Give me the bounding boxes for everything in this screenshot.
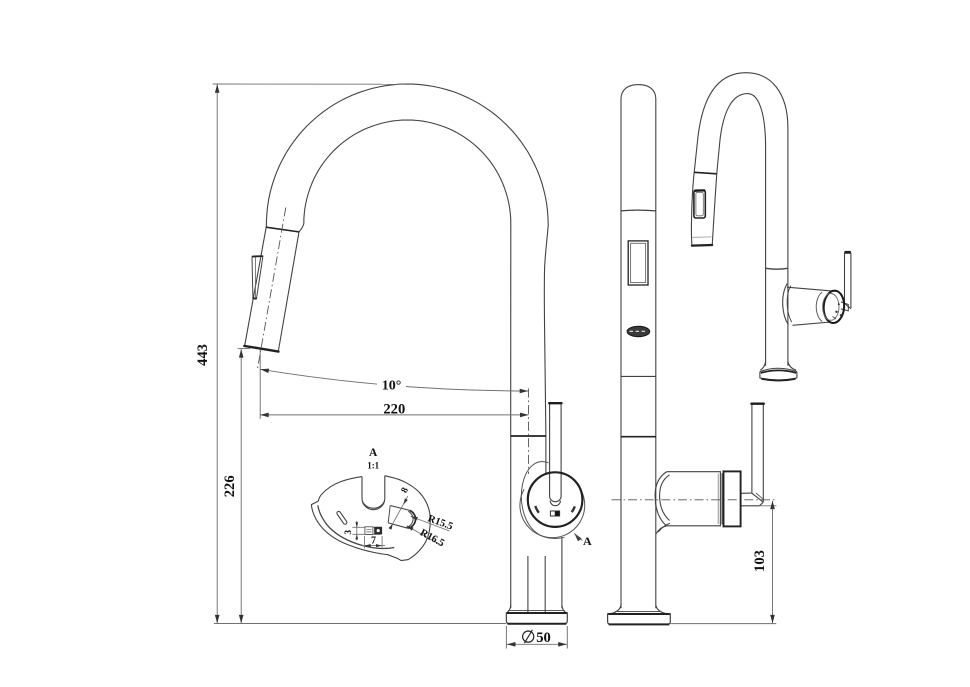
svg-text:3: 3 bbox=[344, 530, 354, 535]
svg-text:103: 103 bbox=[752, 550, 768, 572]
svg-text:7: 7 bbox=[371, 536, 376, 547]
svg-text:50: 50 bbox=[536, 630, 551, 646]
svg-text:R15.5: R15.5 bbox=[426, 513, 454, 532]
svg-text:226: 226 bbox=[222, 475, 238, 497]
svg-text:A: A bbox=[583, 534, 592, 548]
svg-text:8: 8 bbox=[400, 486, 411, 495]
svg-text:R16.5: R16.5 bbox=[418, 527, 446, 549]
svg-text:443: 443 bbox=[195, 344, 211, 366]
svg-text:A: A bbox=[369, 447, 378, 459]
svg-text:10°: 10° bbox=[382, 378, 402, 393]
svg-text:220: 220 bbox=[383, 401, 405, 417]
svg-text:1:1: 1:1 bbox=[367, 461, 379, 471]
